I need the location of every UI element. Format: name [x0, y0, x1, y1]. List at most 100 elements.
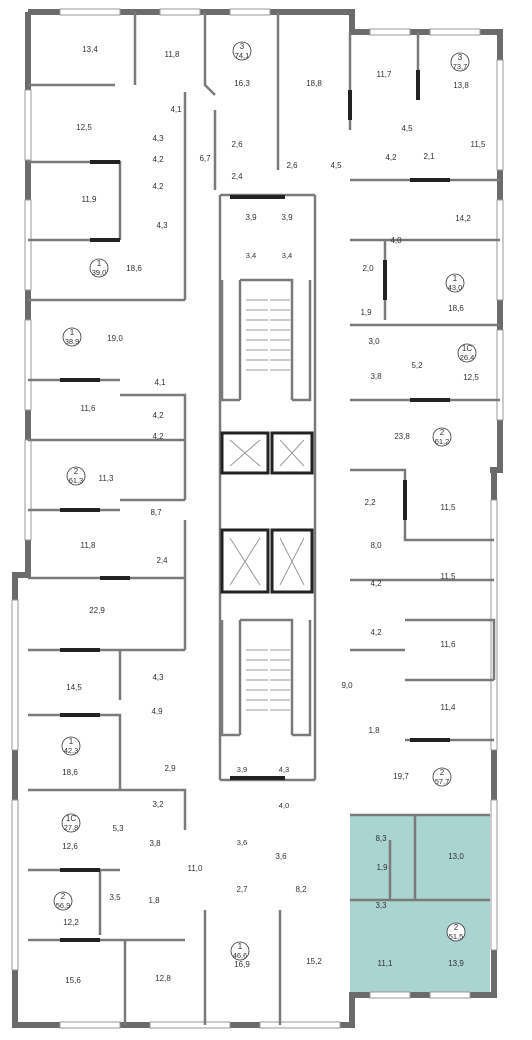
room-area-label: 3,9 — [237, 765, 247, 774]
room-area-label: 11,5 — [441, 503, 457, 512]
apartment-badge[interactable]: 3 73,7 — [450, 52, 470, 72]
apartment-area: 27,8 — [64, 823, 79, 832]
apartment-badge[interactable]: 1С 27,8 — [61, 813, 81, 833]
room-area-label: 14,2 — [455, 214, 471, 223]
apartment-badge[interactable]: 2 57,7 — [432, 767, 452, 787]
apartment-room-count: 1 — [453, 274, 458, 283]
room-area-label: 3,5 — [109, 893, 121, 902]
room-area-label: 4,2 — [385, 153, 397, 162]
apartment-room-count: 2 — [454, 923, 459, 932]
apartment-room-count: 3 — [240, 42, 245, 51]
room-area-label: 4,3 — [156, 221, 168, 230]
apartment-room-count: 1С — [66, 814, 76, 823]
apartment-room-count: 1 — [97, 259, 102, 268]
room-area-label: 6,7 — [199, 154, 211, 163]
room-area-label: 22,9 — [89, 606, 105, 615]
apartment-area: 61,2 — [435, 437, 450, 446]
room-area-label: 4,2 — [152, 155, 164, 164]
room-area-label: 2,6 — [286, 161, 298, 170]
room-area-label: 1,8 — [368, 726, 380, 735]
apartment-area: 42,3 — [64, 746, 79, 755]
room-area-label: 12,8 — [155, 974, 171, 983]
apartment-badge[interactable]: 1 42,3 — [61, 736, 81, 756]
apartment-badge[interactable]: 3 74,1 — [232, 41, 252, 61]
apartment-badge[interactable]: 2 56,9 — [53, 891, 73, 911]
room-area-label: 12,6 — [62, 842, 78, 851]
room-labels: 13,4 11,8 16,3 18,8 11,7 13,8 4,1 12,5 4… — [62, 45, 486, 985]
room-area-label: 14,5 — [66, 683, 82, 692]
room-area-label: 11,5 — [471, 140, 487, 149]
room-area-label: 5,3 — [112, 824, 124, 833]
apartment-room-count: 2 — [440, 768, 445, 777]
room-area-label: 13,4 — [82, 45, 98, 54]
apartment-badge[interactable]: 1 39,0 — [89, 258, 109, 278]
room-area-label: 8,3 — [375, 834, 387, 843]
room-area-label: 11,8 — [165, 50, 181, 59]
room-area-label: 11,6 — [81, 404, 97, 413]
apartment-area: 51,5 — [449, 932, 464, 941]
apartment-area: 57,7 — [435, 777, 450, 786]
room-area-label: 4,3 — [152, 673, 164, 682]
room-area-label: 15,2 — [306, 957, 322, 966]
room-area-label: 18,8 — [306, 79, 322, 88]
room-area-label: 11,6 — [441, 640, 457, 649]
room-area-label: 3,4 — [282, 251, 292, 260]
apartment-area: 38,9 — [65, 337, 80, 346]
apartment-badge[interactable]: 1 46,6 — [230, 941, 250, 961]
room-area-label: 1,9 — [360, 308, 372, 317]
room-area-label: 3,9 — [245, 213, 257, 222]
room-area-label: 18,6 — [126, 264, 142, 273]
apartment-area: 61,3 — [69, 476, 84, 485]
room-area-label: 4,2 — [370, 579, 382, 588]
room-area-label: 16,3 — [234, 79, 250, 88]
apartment-badge[interactable]: 1С 26,4 — [457, 343, 477, 363]
apartment-badge[interactable]: 2 61,3 — [66, 466, 86, 486]
apartment-area: 73,7 — [453, 62, 468, 71]
apartment-badge[interactable]: 2 61,2 — [432, 427, 452, 447]
apartment-room-count: 2 — [440, 428, 445, 437]
room-area-label: 11,1 — [378, 959, 394, 968]
apartment-room-count: 3 — [458, 53, 463, 62]
apartment-area: 39,0 — [92, 268, 107, 277]
room-area-label: 5,2 — [411, 361, 423, 370]
room-area-label: 3,4 — [246, 251, 256, 260]
room-area-label: 12,2 — [63, 918, 79, 927]
room-area-label: 2,2 — [364, 498, 376, 507]
apartment-area: 43,0 — [448, 283, 463, 292]
room-area-label: 4,1 — [170, 105, 182, 114]
apartment-room-count: 1 — [70, 328, 75, 337]
room-area-label: 2,0 — [362, 264, 374, 273]
apartment-area: 56,9 — [56, 901, 71, 910]
apartment-badge[interactable]: 1 43,0 — [445, 273, 465, 293]
apartment-badges: 3 74,1 3 73,7 1 39,0 1 43,0 1 38,9 1С 26… — [53, 41, 477, 961]
room-area-label: 8,0 — [370, 541, 382, 550]
room-area-label: 4,2 — [370, 628, 382, 637]
room-area-label: 11,7 — [377, 70, 393, 79]
room-area-label: 4,3 — [152, 134, 164, 143]
room-area-label: 4,2 — [152, 182, 164, 191]
apartment-badge[interactable]: 1 38,9 — [62, 327, 82, 347]
room-area-label: 18,6 — [62, 768, 78, 777]
room-area-label: 4,5 — [401, 124, 413, 133]
room-area-label: 4,1 — [154, 378, 166, 387]
room-area-label: 15,6 — [65, 976, 81, 985]
highlighted-apartment-2-51-5[interactable] — [350, 815, 490, 995]
room-area-label: 3,6 — [275, 852, 287, 861]
apartment-area: 74,1 — [235, 51, 250, 60]
room-area-label: 8,7 — [150, 508, 162, 517]
room-area-label: 11,0 — [188, 864, 204, 873]
room-area-label: 13,8 — [453, 81, 469, 90]
apartment-room-count: 1 — [69, 737, 74, 746]
room-area-label: 8,2 — [295, 885, 307, 894]
room-area-label: 2,9 — [164, 764, 176, 773]
room-area-label: 11,5 — [441, 572, 457, 581]
room-area-label: 3,3 — [375, 901, 387, 910]
room-area-label: 3,8 — [370, 372, 382, 381]
room-area-label: 11,9 — [82, 195, 98, 204]
room-area-label: 4,9 — [151, 707, 163, 716]
wall-stubs — [60, 70, 450, 942]
room-area-label: 13,9 — [448, 959, 464, 968]
apartment-badge[interactable]: 2 51,5 — [446, 922, 466, 942]
room-area-label: 3,2 — [152, 800, 164, 809]
room-area-label: 1,9 — [376, 863, 388, 872]
